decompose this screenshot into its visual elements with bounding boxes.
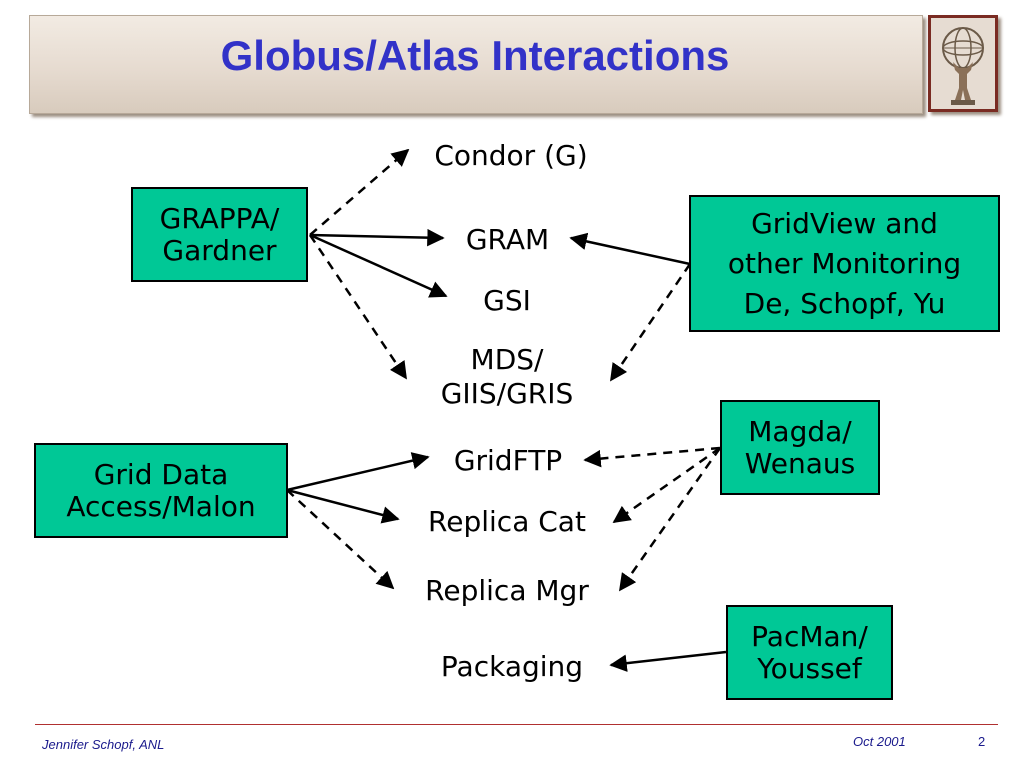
footer-date: Oct 2001 xyxy=(853,734,906,749)
title-banner xyxy=(29,15,923,114)
arrow-griddata-replicacat xyxy=(286,488,400,524)
mds-label: MDS/ GIIS/GRIS xyxy=(440,343,574,410)
packaging-label: Packaging xyxy=(440,650,584,683)
arrow-grappa-gsi xyxy=(309,233,448,298)
gsi-label: GSI xyxy=(483,284,531,317)
arrow-magda-replicacat xyxy=(612,446,721,524)
footer-author: Jennifer Schopf, ANL xyxy=(42,737,165,752)
arrow-griddata-gridftp xyxy=(286,452,430,492)
arrow-pacman-packaging xyxy=(609,650,727,672)
atlas-logo xyxy=(928,15,998,112)
gridview-box: GridView and other Monitoring De, Schopf… xyxy=(689,195,1000,332)
magda-box: Magda/ Wenaus xyxy=(720,400,880,495)
arrow-magda-replicamgr xyxy=(618,447,722,592)
arrow-gridview-mds xyxy=(609,263,692,382)
arrow-gridview-gram xyxy=(569,232,691,266)
arrow-grappa-gram xyxy=(309,228,445,247)
replica-mgr-label: Replica Mgr xyxy=(425,574,589,607)
arrow-magda-gridftp xyxy=(583,446,721,468)
replica-cat-label: Replica Cat xyxy=(428,505,586,538)
slide-title: Globus/Atlas Interactions xyxy=(220,32,730,79)
pacman-box: PacMan/ Youssef xyxy=(726,605,893,700)
arrow-grappa-mds xyxy=(308,234,408,380)
griddata-box: Grid Data Access/Malon xyxy=(34,443,288,538)
condor-label: Condor (G) xyxy=(434,139,588,172)
gridftp-label: GridFTP xyxy=(453,444,563,477)
gram-label: GRAM xyxy=(465,223,550,256)
footer-divider xyxy=(35,724,998,725)
grappa-box: GRAPPA/ Gardner xyxy=(131,187,308,282)
arrow-griddata-replicamgr xyxy=(286,489,395,590)
atlas-statue-icon xyxy=(942,27,984,105)
arrow-grappa-condor xyxy=(309,148,410,236)
page-number: 2 xyxy=(978,734,986,749)
